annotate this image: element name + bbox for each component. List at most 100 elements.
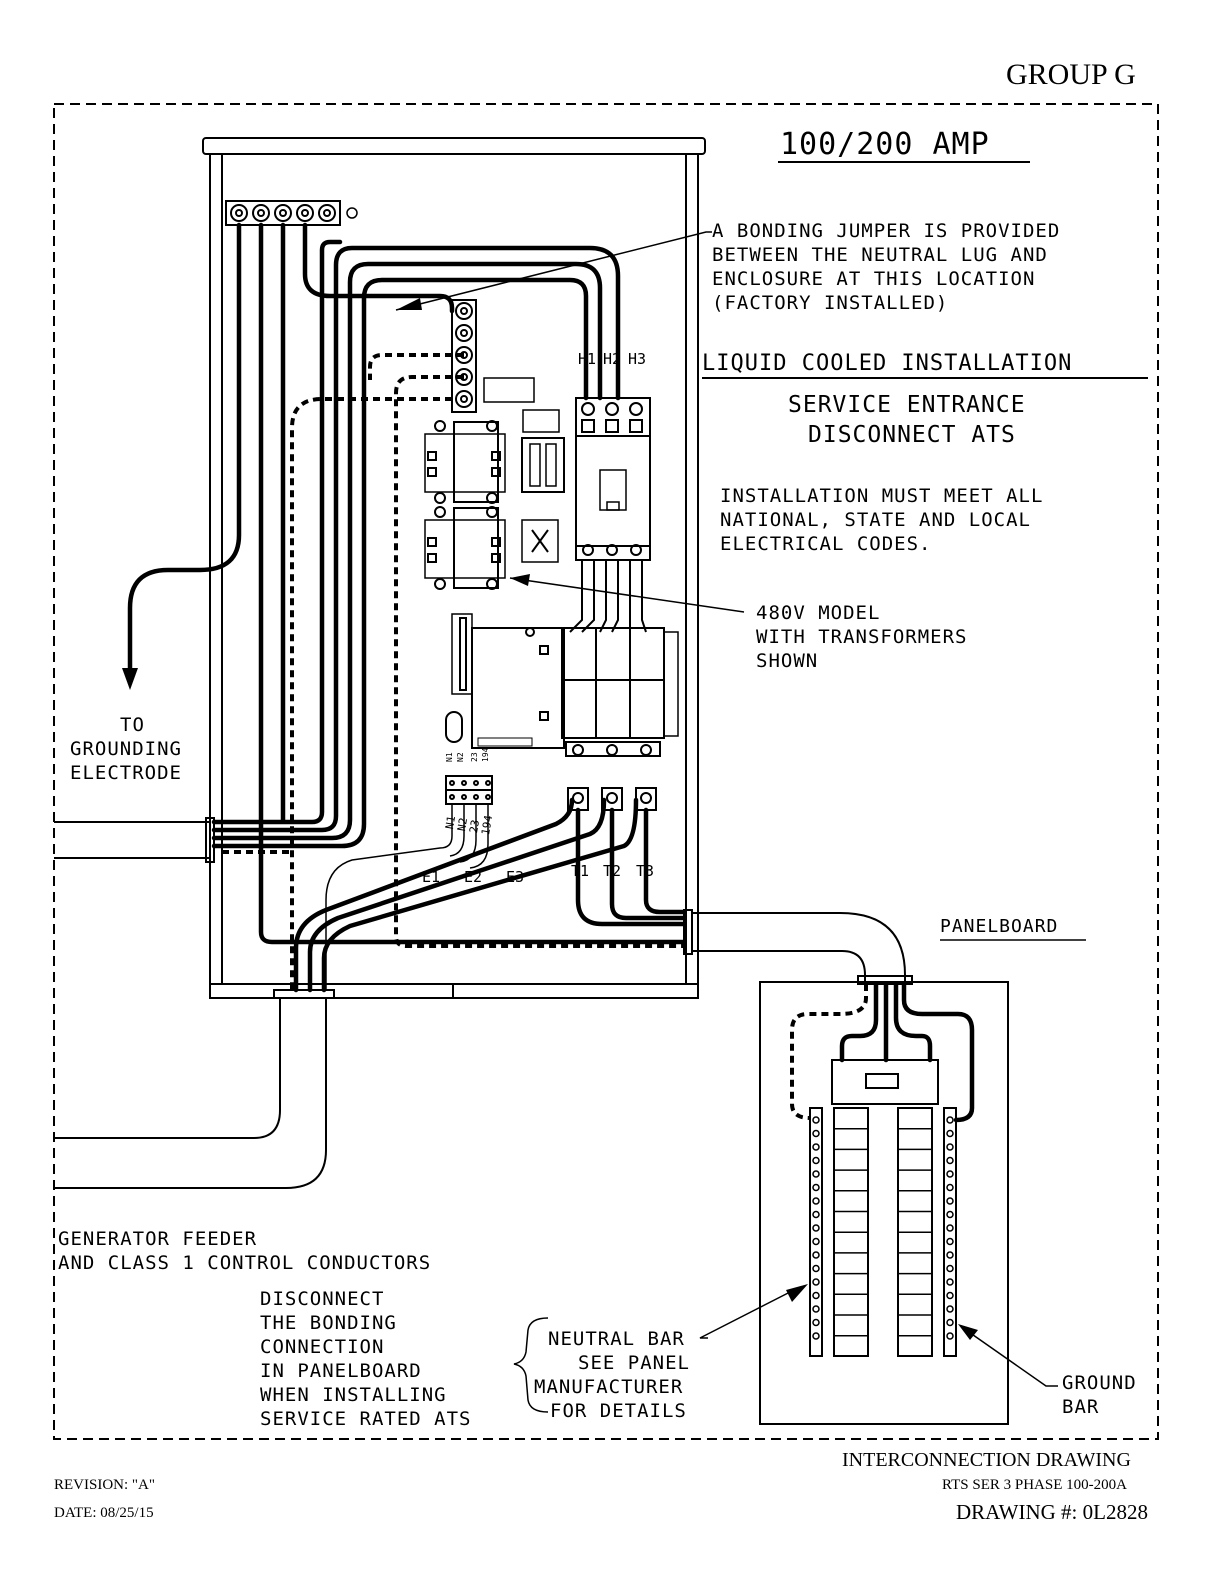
terminal-h1: H1 [578, 350, 597, 368]
service-breaker [575, 397, 651, 561]
control-terminal-n2: N2 [456, 752, 465, 762]
bar-hole [946, 1251, 954, 1259]
disconnect-note-4: IN PANELBOARD [260, 1360, 422, 1382]
utility-conduit [54, 817, 215, 863]
model-480-note-2: WITH TRANSFORMERS [756, 626, 968, 648]
controller-board [445, 613, 565, 749]
generator-conduit [54, 989, 335, 1189]
grounding-note-3: ELECTRODE [70, 762, 182, 784]
disconnect-note-3: CONNECTION [260, 1336, 385, 1358]
transformer-upper [424, 420, 506, 504]
bar-hole [812, 1116, 820, 1124]
bar-hole [946, 1305, 954, 1313]
ground-bar-note-1: GROUND [1062, 1372, 1137, 1394]
bar-hole [946, 1224, 954, 1232]
leader-lines [395, 231, 1058, 1413]
bar-hole [812, 1183, 820, 1192]
feeder-note-1: GENERATOR FEEDER [58, 1228, 258, 1250]
neutral-bar-note-2: SEE PANEL [578, 1352, 690, 1374]
grounding-note-2: GROUNDING [70, 738, 182, 760]
bar-hole [946, 1278, 954, 1286]
ats-type-1: SERVICE ENTRANCE [788, 392, 1026, 418]
control-wires [325, 804, 489, 990]
bar-hole [812, 1332, 820, 1340]
bar-hole [812, 1210, 820, 1219]
bar-hole [812, 1251, 820, 1259]
bonding-note-1: A BONDING JUMPER IS PROVIDED [712, 220, 1061, 242]
control-terminal-194: 194 [481, 747, 490, 762]
terminal-t1: T1 [571, 862, 590, 880]
drawing-border [53, 103, 1159, 1440]
bar-hole [946, 1116, 954, 1124]
control-wire-194: 194 [479, 814, 496, 837]
bonding-note-4: (FACTORY INSTALLED) [712, 292, 949, 314]
bonding-note-3: ENCLOSURE AT THIS LOCATION [712, 268, 1036, 290]
disconnect-note-6: SERVICE RATED ATS [260, 1408, 472, 1430]
disconnect-note-5: WHEN INSTALLING [260, 1384, 447, 1406]
ground-bar-note-2: BAR [1062, 1396, 1100, 1418]
codes-note-3: ELECTRICAL CODES. [720, 533, 932, 555]
terminal-e2: E2 [464, 868, 483, 886]
bar-hole [946, 1156, 954, 1165]
disconnect-note-1: DISCONNECT [260, 1288, 385, 1310]
bar-hole [812, 1197, 820, 1205]
terminal-e3: E3 [506, 868, 525, 886]
bar-hole [946, 1291, 954, 1300]
model-480-note-3: SHOWN [756, 650, 819, 672]
bar-hole [812, 1224, 820, 1232]
arrow-heads [122, 298, 978, 1340]
bar-hole [812, 1291, 820, 1300]
revision-label: REVISION: "A" [54, 1477, 155, 1493]
amp-rating: 100/200 AMP [780, 127, 990, 162]
bar-hole [812, 1305, 820, 1313]
ats-enclosure [202, 137, 706, 999]
bar-hole [812, 1156, 820, 1165]
fuse-block [521, 437, 565, 493]
drawing-number: DRAWING #: 0L2828 [956, 1500, 1148, 1524]
load-conduit [683, 909, 913, 985]
control-terminal-n1: N1 [445, 752, 454, 762]
codes-note-1: INSTALLATION MUST MEET ALL [720, 485, 1044, 507]
neutral-conductors [222, 353, 868, 1120]
bonding-note-2: BETWEEN THE NEUTRAL LUG AND [712, 244, 1048, 266]
model-label: RTS SER 3 PHASE 100-200A [942, 1477, 1127, 1493]
disconnect-note-2: THE BONDING [260, 1312, 397, 1334]
bar-hole [812, 1237, 820, 1246]
bar-hole [946, 1264, 954, 1273]
panelboard-details [812, 1116, 954, 1340]
panelboard-label: PANELBOARD [940, 916, 1059, 937]
bar-hole [946, 1210, 954, 1219]
bar-hole [946, 1170, 954, 1178]
bar-hole [812, 1129, 820, 1138]
installation-type: LIQUID COOLED INSTALLATION [702, 351, 1073, 376]
bar-hole [812, 1264, 820, 1273]
date-label: DATE: 08/25/15 [54, 1505, 154, 1521]
neutral-lug [451, 299, 477, 413]
bar-hole [946, 1183, 954, 1192]
terminal-e1: E1 [422, 868, 441, 886]
neutral-bar-note-4: FOR DETAILS [550, 1400, 687, 1422]
transfer-contactor [561, 627, 679, 811]
group-label: GROUP G [1006, 58, 1136, 91]
feeder-note-2: AND CLASS 1 CONTROL CONDUCTORS [58, 1252, 432, 1274]
neutral-bar-note-3: MANUFACTURER [534, 1376, 684, 1398]
bar-hole [812, 1318, 820, 1327]
model-480-note-1: 480V MODEL [756, 602, 881, 624]
bar-hole [946, 1318, 954, 1327]
terminal-t2: T2 [603, 862, 622, 880]
bar-hole [812, 1143, 820, 1151]
ats-type-2: DISCONNECT ATS [808, 422, 1016, 448]
control-terminal-23: 23 [470, 752, 479, 762]
transformer-lower [424, 506, 506, 590]
bar-hole [812, 1170, 820, 1178]
terminal-t3: T3 [636, 862, 655, 880]
bar-hole [946, 1129, 954, 1138]
bus-straps [569, 560, 647, 633]
ground-terminal-strip [225, 200, 358, 226]
bar-hole [946, 1332, 954, 1340]
drawing-type: INTERCONNECTION DRAWING [842, 1449, 1131, 1471]
bar-hole [946, 1237, 954, 1246]
codes-note-2: NATIONAL, STATE AND LOCAL [720, 509, 1031, 531]
bar-hole [946, 1143, 954, 1151]
